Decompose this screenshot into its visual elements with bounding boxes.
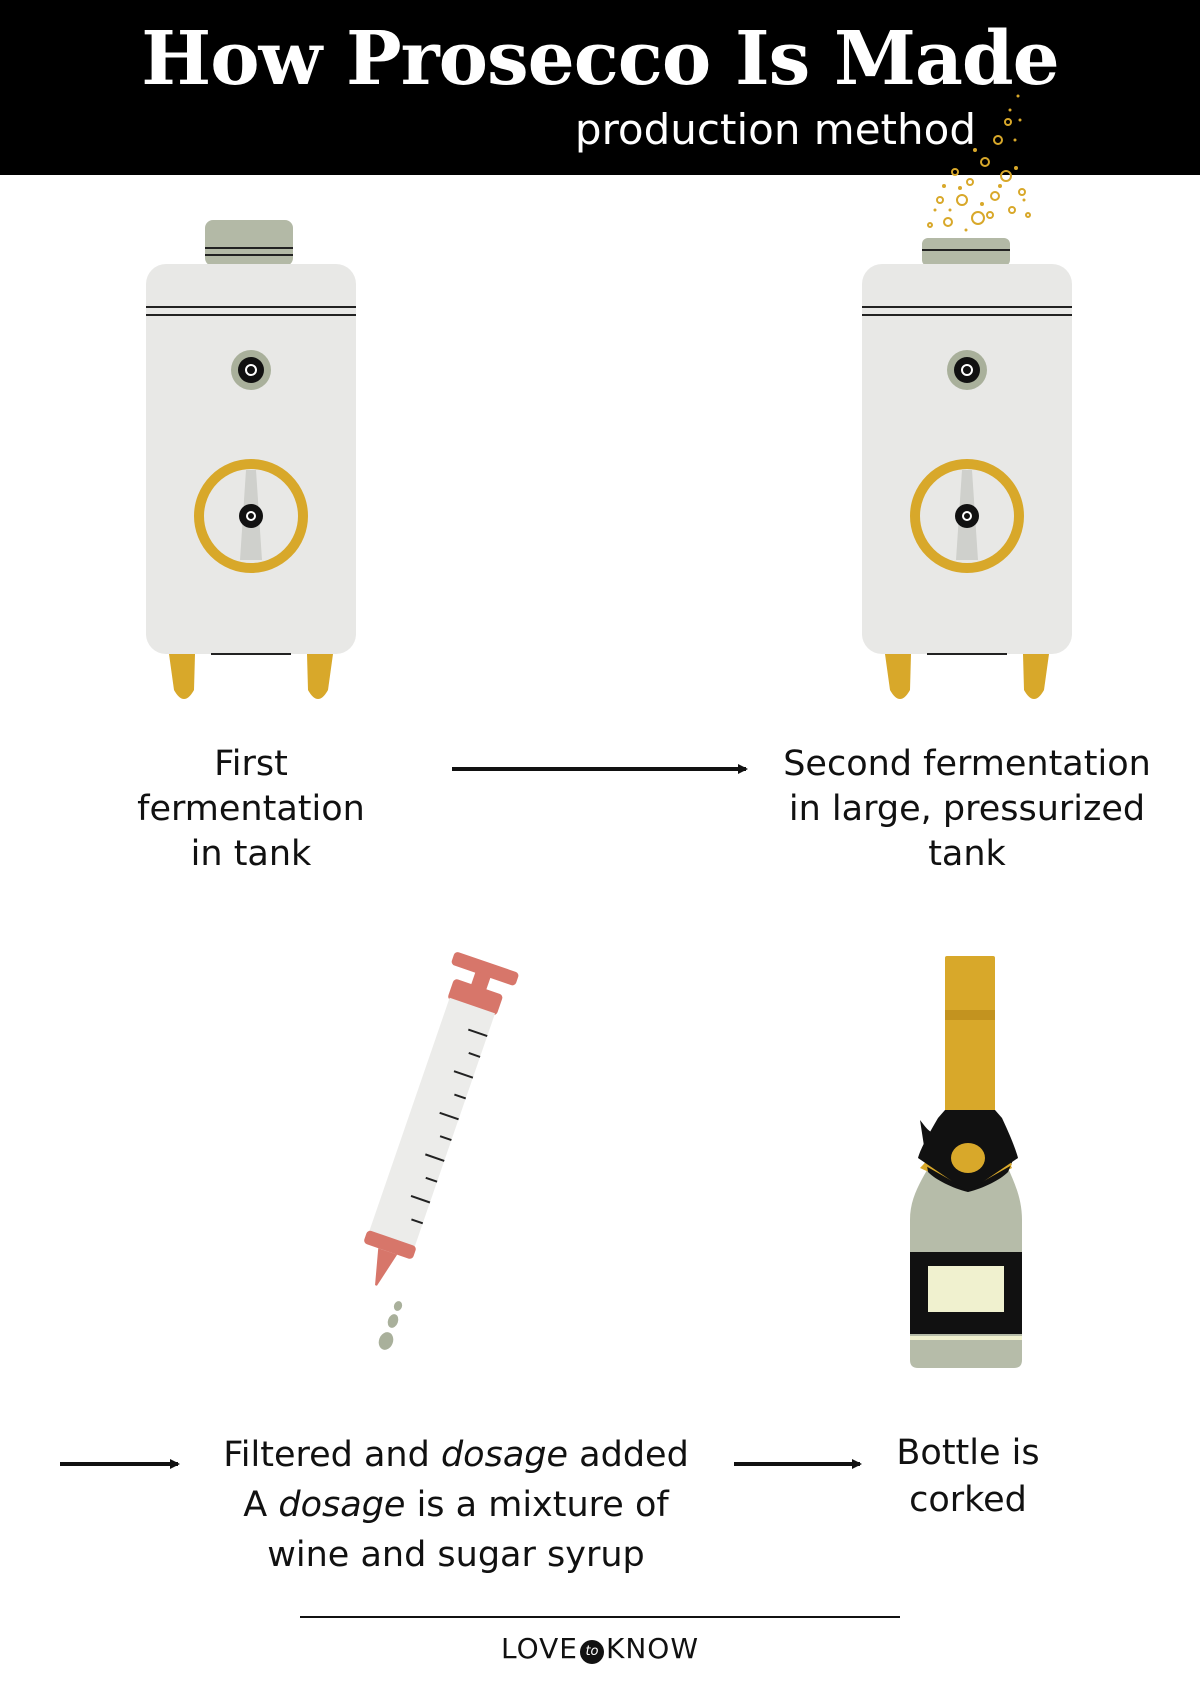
caption-line: tank: [928, 834, 1006, 874]
step-4-caption: Bottle is corked: [848, 1430, 1088, 1524]
syringe-icon: [364, 952, 519, 1286]
caption-line: in large, pressurized: [788, 789, 1146, 829]
logo-text-love: LOVE: [500, 1632, 578, 1665]
caption-line: Bottle is: [896, 1433, 1040, 1473]
caption-line: Filtered and dosage added: [196, 1430, 716, 1480]
pressurized-tank-icon: [862, 238, 1072, 699]
tank-icon: [146, 220, 356, 699]
syringe-drops: [378, 1301, 403, 1350]
logo-to-badge: to: [579, 1640, 604, 1664]
caption-text: A: [243, 1485, 279, 1525]
caption-line: Second fermentation: [783, 744, 1151, 784]
step-3-caption: Filtered and dosage added A dosage is a …: [196, 1430, 716, 1580]
bubbles-dots: [933, 94, 1026, 232]
caption-text: is a mixture of: [405, 1485, 669, 1525]
step-1-caption: First fermentation in tank: [101, 742, 401, 877]
header-banner: How Prosecco Is Made production method: [0, 0, 1200, 175]
logo-text-know: KNOW: [605, 1632, 700, 1665]
champagne-bottle-icon: [910, 956, 1022, 1368]
caption-emphasis: dosage: [440, 1435, 569, 1475]
step-2-caption: Second fermentation in large, pressurize…: [767, 742, 1167, 877]
caption-line: wine and sugar syrup: [267, 1535, 645, 1575]
bubbles-icon: [927, 118, 1031, 228]
caption-emphasis: dosage: [278, 1485, 406, 1525]
page-subtitle: production method: [574, 105, 976, 154]
caption-line: fermentation: [137, 789, 365, 829]
caption-line: in tank: [190, 834, 312, 874]
caption-line: A dosage is a mixture of: [196, 1480, 716, 1530]
page-title: How Prosecco Is Made: [141, 16, 1059, 102]
caption-line: corked: [909, 1480, 1027, 1520]
caption-line: First: [214, 744, 288, 784]
footer-divider: [300, 1616, 900, 1618]
caption-text: added: [568, 1435, 689, 1475]
caption-text: Filtered and: [223, 1435, 441, 1475]
